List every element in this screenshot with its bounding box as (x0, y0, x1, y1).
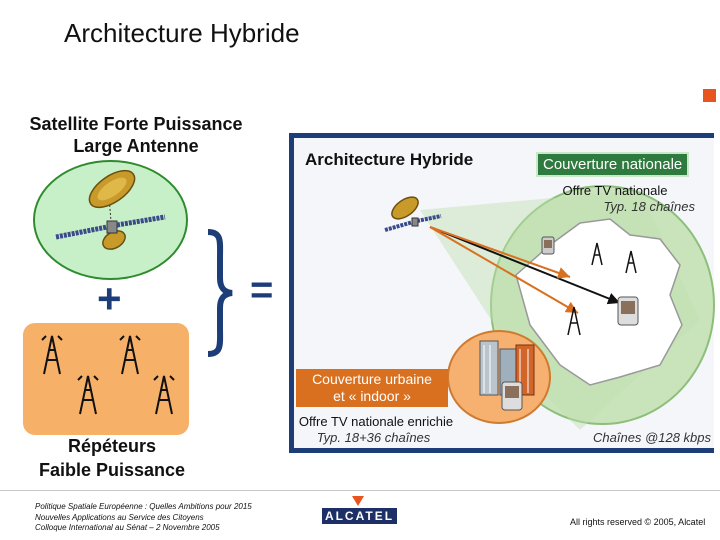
france-map-icon (515, 218, 683, 386)
equals-sign: = (250, 268, 274, 312)
footer-divider (0, 490, 720, 491)
footer-event-info: Politique Spatiale Européenne : Quelles … (35, 502, 252, 534)
repeaters-title-line2: Faible Puissance (38, 460, 186, 480)
plus-sign: + (97, 275, 122, 322)
tower-icon (41, 335, 175, 415)
national-coverage-label: Couverture nationale (536, 152, 690, 177)
urban-offer-text: Offre TV nationale enrichie (298, 414, 454, 429)
channel-rate-text: Chaînes @128 kbps (593, 430, 711, 445)
satellite-title-line1: Satellite Forte Puissance (29, 114, 243, 134)
satellite-icon (55, 169, 166, 250)
satellite-title-line2: Large Antenne (73, 136, 199, 156)
urban-coverage-label: Couverture urbaine et « indoor » (296, 369, 448, 407)
alcatel-logo: ALCATEL (322, 508, 397, 524)
tower-icon (567, 242, 637, 336)
satellite-title: Satellite Forte Puissance Large Antenne (8, 113, 264, 157)
logo-mark-icon (352, 496, 364, 506)
footer-line2: Nouvelles Applications au Service des Ci… (35, 512, 204, 522)
signal-arrows (429, 226, 621, 314)
corner-accent-square (703, 89, 716, 102)
urban-label-line2: et « indoor » (333, 388, 411, 404)
repeaters-title: Répéteurs Faible Puissance (8, 434, 216, 482)
satellite-icon (384, 196, 442, 232)
national-offer-text: Offre TV nationale (562, 183, 668, 198)
repeaters-title-line1: Répéteurs (67, 436, 157, 456)
slide-title: Architecture Hybride (64, 18, 300, 48)
brace-icon (207, 229, 233, 357)
urban-channels-text: Typ. 18+36 chaînes (316, 430, 431, 445)
phone-icon (501, 381, 523, 411)
national-channels-text: Typ. 18 chaînes (603, 199, 695, 214)
footer-copyright: All rights reserved © 2005, Alcatel (570, 517, 706, 527)
phone-icon (541, 236, 639, 326)
urban-label-line1: Couverture urbaine (312, 371, 432, 387)
footer-line3: Colloque International au Sénat – 2 Nove… (35, 523, 220, 532)
hybrid-title: Architecture Hybride (305, 150, 474, 169)
footer-line1: Politique Spatiale Européenne : Quelles … (35, 502, 252, 511)
